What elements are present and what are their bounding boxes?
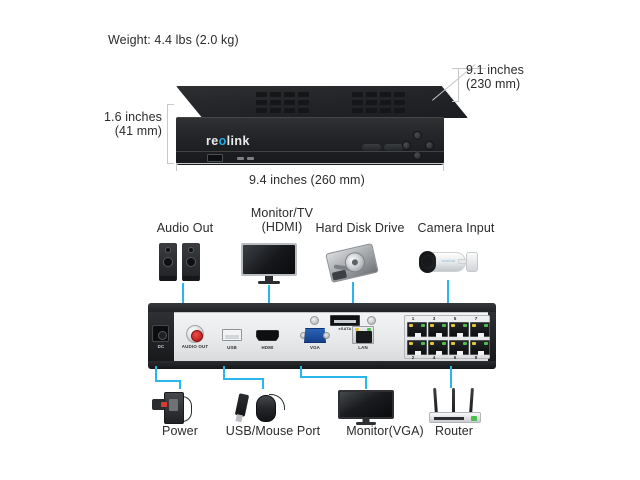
dpad-right[interactable] <box>425 141 434 150</box>
poe-num-8: 8 <box>474 355 478 360</box>
poe-num-5: 5 <box>453 316 457 321</box>
width-bracket <box>176 163 444 171</box>
depth-dimension-label: 9.1 inches (230 mm) <box>466 63 524 91</box>
height-bracket <box>167 104 174 164</box>
power-adapter-icon <box>152 388 202 424</box>
wire-vga-to-icon <box>365 376 367 389</box>
led-indicator-2 <box>247 157 254 160</box>
poe-num-1: 1 <box>411 316 415 321</box>
wire-hdmi-vertical <box>268 285 270 307</box>
wire-usb-down <box>223 366 225 378</box>
audio-out-port-label: AUDIO OUT <box>181 344 209 349</box>
audio-out-port[interactable] <box>186 325 204 343</box>
speakers-icon <box>159 243 207 283</box>
nvr-top-face <box>176 86 468 118</box>
bullet-camera-icon: reolink <box>416 250 482 280</box>
wire-power-to-icon <box>179 380 181 389</box>
poe-num-6: 6 <box>453 355 457 360</box>
hdmi-port[interactable] <box>256 330 279 341</box>
monitor-icon <box>241 243 297 285</box>
poe-port-3[interactable] <box>428 322 448 337</box>
usb-port[interactable] <box>222 329 242 341</box>
poe-port-8[interactable] <box>470 340 490 355</box>
dpad-down[interactable] <box>413 151 422 160</box>
wire-audio-vertical <box>182 283 184 307</box>
vga-monitor-icon <box>338 390 394 425</box>
led-indicator-1 <box>237 157 244 160</box>
callout-label-usb-mouse: USB/Mouse Port <box>225 424 321 438</box>
function-button-2[interactable] <box>384 144 403 151</box>
callout-label-monitor-tv: Monitor/TV (HDMI) <box>250 206 314 234</box>
logo-dot: o <box>218 134 227 148</box>
poe-port-6[interactable] <box>449 340 469 355</box>
callout-label-audio-out: Audio Out <box>156 221 214 235</box>
router-icon <box>426 387 486 424</box>
power-port-label: DC <box>157 344 165 349</box>
depth-bracket <box>452 68 459 102</box>
hdmi-port-label: HDMI <box>261 345 274 350</box>
nvr-front-view: reolink <box>176 86 468 166</box>
callout-label-hard-disk: Hard Disk Drive <box>315 221 405 235</box>
wire-power-down <box>155 366 157 380</box>
power-port[interactable] <box>152 325 169 342</box>
depth-guide-top <box>452 68 486 69</box>
front-usb-port[interactable] <box>207 154 223 162</box>
vga-port-label: VGA <box>309 345 321 350</box>
nvr-rear-panel: DC AUDIO OUT USB HDMI VGA LAN eSATA <box>148 303 496 371</box>
poe-num-2: 2 <box>411 355 415 360</box>
wire-vga-across <box>300 376 366 378</box>
poe-port-5[interactable] <box>449 322 469 337</box>
poe-num-7: 7 <box>474 316 478 321</box>
callout-label-camera-input: Camera Input <box>417 221 495 235</box>
poe-port-1[interactable] <box>407 322 427 337</box>
wire-usb-across <box>223 378 263 380</box>
poe-num-3: 3 <box>432 316 436 321</box>
dpad-left[interactable] <box>402 141 411 150</box>
poe-num-4: 4 <box>432 355 436 360</box>
wire-hdd-vertical <box>352 282 354 308</box>
width-dimension-label: 9.4 inches (260 mm) <box>249 173 365 187</box>
usb-mouse-icon <box>234 392 297 424</box>
poe-port-2[interactable] <box>407 340 427 355</box>
lan-port[interactable] <box>352 326 374 344</box>
hard-disk-icon <box>325 242 382 284</box>
callout-label-monitor-vga: Monitor(VGA) <box>346 424 424 438</box>
dpad-up[interactable] <box>413 131 422 140</box>
esata-port-label: eSATA <box>338 327 352 331</box>
callout-label-router: Router <box>434 424 474 438</box>
usb-port-label: USB <box>227 345 237 350</box>
function-button-1[interactable] <box>362 144 381 151</box>
chassis-screw-left <box>310 316 319 325</box>
wire-usb-to-icon <box>262 378 264 389</box>
lan-port-label: LAN <box>358 345 368 350</box>
poe-port-4[interactable] <box>428 340 448 355</box>
height-dimension-label: 1.6 inches (41 mm) <box>104 110 162 138</box>
wire-camera-vertical <box>447 280 449 307</box>
wire-router-to-icon <box>450 366 452 388</box>
nvr-front-face: reolink <box>176 117 444 165</box>
weight-label: Weight: 4.4 lbs (2.0 kg) <box>108 33 239 47</box>
brand-logo: reolink <box>206 134 250 148</box>
wire-vga-down <box>300 366 302 376</box>
poe-port-block: 1 3 5 7 2 4 6 8 <box>404 315 490 360</box>
wire-power-across <box>155 380 180 382</box>
esata-port[interactable] <box>330 315 360 326</box>
chassis-screw-right <box>367 316 376 325</box>
callout-label-power: Power <box>162 424 198 438</box>
poe-port-7[interactable] <box>470 322 490 337</box>
vga-port[interactable] <box>300 328 330 343</box>
